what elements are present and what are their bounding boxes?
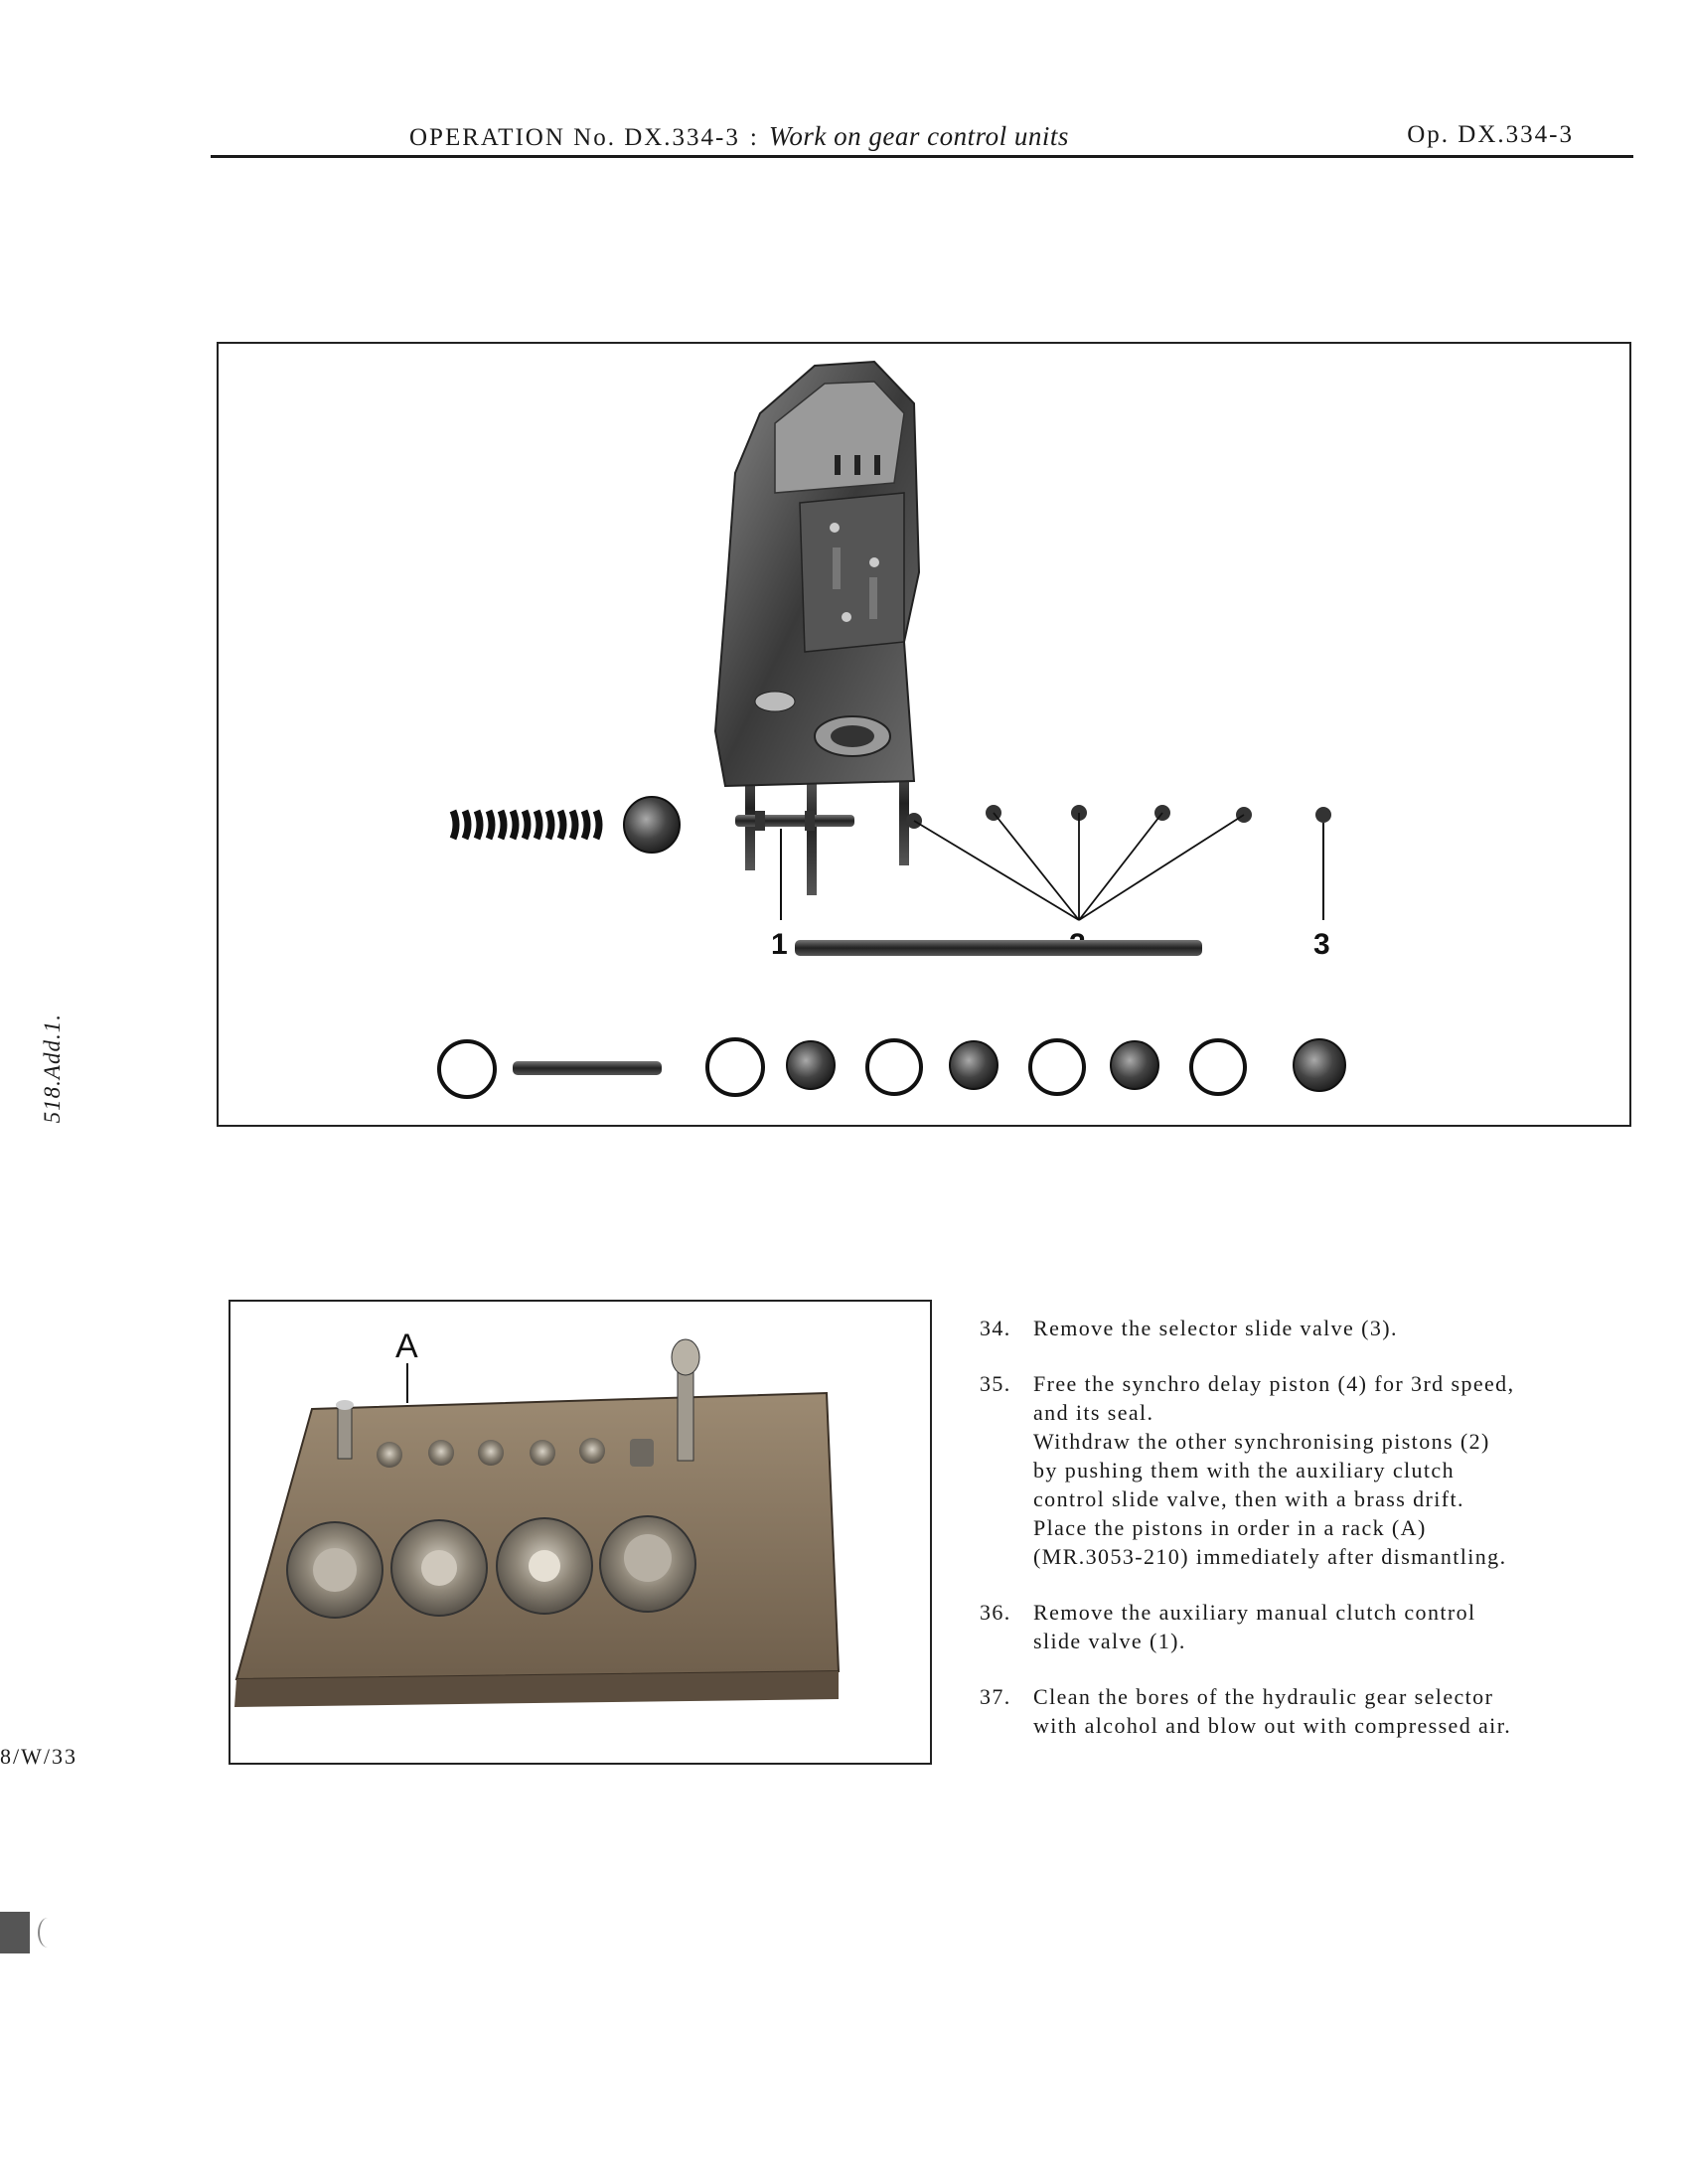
auxiliary-slide-valve (735, 811, 854, 831)
large-pistons (286, 1515, 696, 1619)
figure-gear-selector-parts: 1 2 3 (217, 342, 1631, 1127)
step-line: Place the pistons in order in a rack (A) (1033, 1515, 1427, 1540)
step-35: 35. Free the synchro delay piston (4) fo… (980, 1369, 1635, 1571)
step-34: 34. Remove the selector slide valve (3). (980, 1314, 1635, 1342)
step-line: (MR.3053-210) immediately after dismantl… (1033, 1544, 1507, 1569)
step-36: 36. Remove the auxiliary manual clutch c… (980, 1598, 1635, 1655)
side-margin-label: 518.Add.1. (40, 1014, 70, 1153)
header-operation: OPERATION No. DX.334-3: Work on gear cont… (409, 121, 1069, 152)
step-number: 34. (980, 1316, 1011, 1340)
page-reference: 8/W/33 (0, 1744, 77, 1769)
selector-valve-ball (1315, 807, 1331, 823)
callout-1: 1 (771, 928, 788, 961)
document-reference: 518.Add.1. (40, 1014, 65, 1124)
instruction-steps: 34. Remove the selector slide valve (3).… (980, 1314, 1635, 1767)
step-number: 36. (980, 1600, 1011, 1625)
header-separator: : (749, 124, 759, 151)
operation-label: OPERATION No. DX.334-3 (409, 124, 740, 151)
step-line: Remove the auxiliary manual clutch contr… (1033, 1600, 1476, 1625)
small-pistons (336, 1338, 700, 1468)
callout-3: 3 (1313, 928, 1330, 961)
gear-selector-body (713, 360, 921, 895)
operation-ref: Op. DX.334-3 (1407, 121, 1574, 148)
step-line: Clean the bores of the hydraulic gear se… (1033, 1684, 1494, 1709)
seals-and-pistons-row (437, 1037, 1346, 1099)
figure-piston-rack-drawing: A (234, 1327, 841, 1707)
spring-cup (623, 796, 681, 854)
step-37: 37. Clean the bores of the hydraulic gea… (980, 1682, 1635, 1740)
figure-gear-selector-drawing: 1 2 3 (437, 360, 1346, 1099)
step-line: control slide valve, then with a brass d… (1033, 1486, 1464, 1511)
spring (449, 809, 603, 841)
step-line: Free the synchro delay piston (4) for 3r… (1033, 1371, 1515, 1396)
operation-title: Work on gear control units (768, 121, 1069, 151)
step-line: by pushing them with the auxiliary clutc… (1033, 1458, 1455, 1482)
scan-edge-mark (0, 1912, 30, 1953)
step-number: 35. (980, 1371, 1011, 1396)
step-line: slide valve (1). (1033, 1629, 1186, 1653)
figure-piston-rack: A (229, 1300, 932, 1765)
step-number: 37. (980, 1684, 1011, 1709)
callout-leaders-2 (913, 812, 1245, 921)
step-line: with alcohol and blow out with compresse… (1033, 1713, 1512, 1738)
selector-rod (795, 940, 1202, 956)
step-line: and its seal. (1033, 1400, 1154, 1425)
scan-edge-arc (38, 1918, 58, 1948)
step-line: Withdraw the other synchronising pistons… (1033, 1429, 1490, 1454)
page-header: OPERATION No. DX.334-3: Work on gear cont… (211, 117, 1633, 158)
header-rule (211, 155, 1633, 158)
callout-a: A (395, 1327, 418, 1365)
step-line: Remove the selector slide valve (3). (1033, 1316, 1398, 1340)
